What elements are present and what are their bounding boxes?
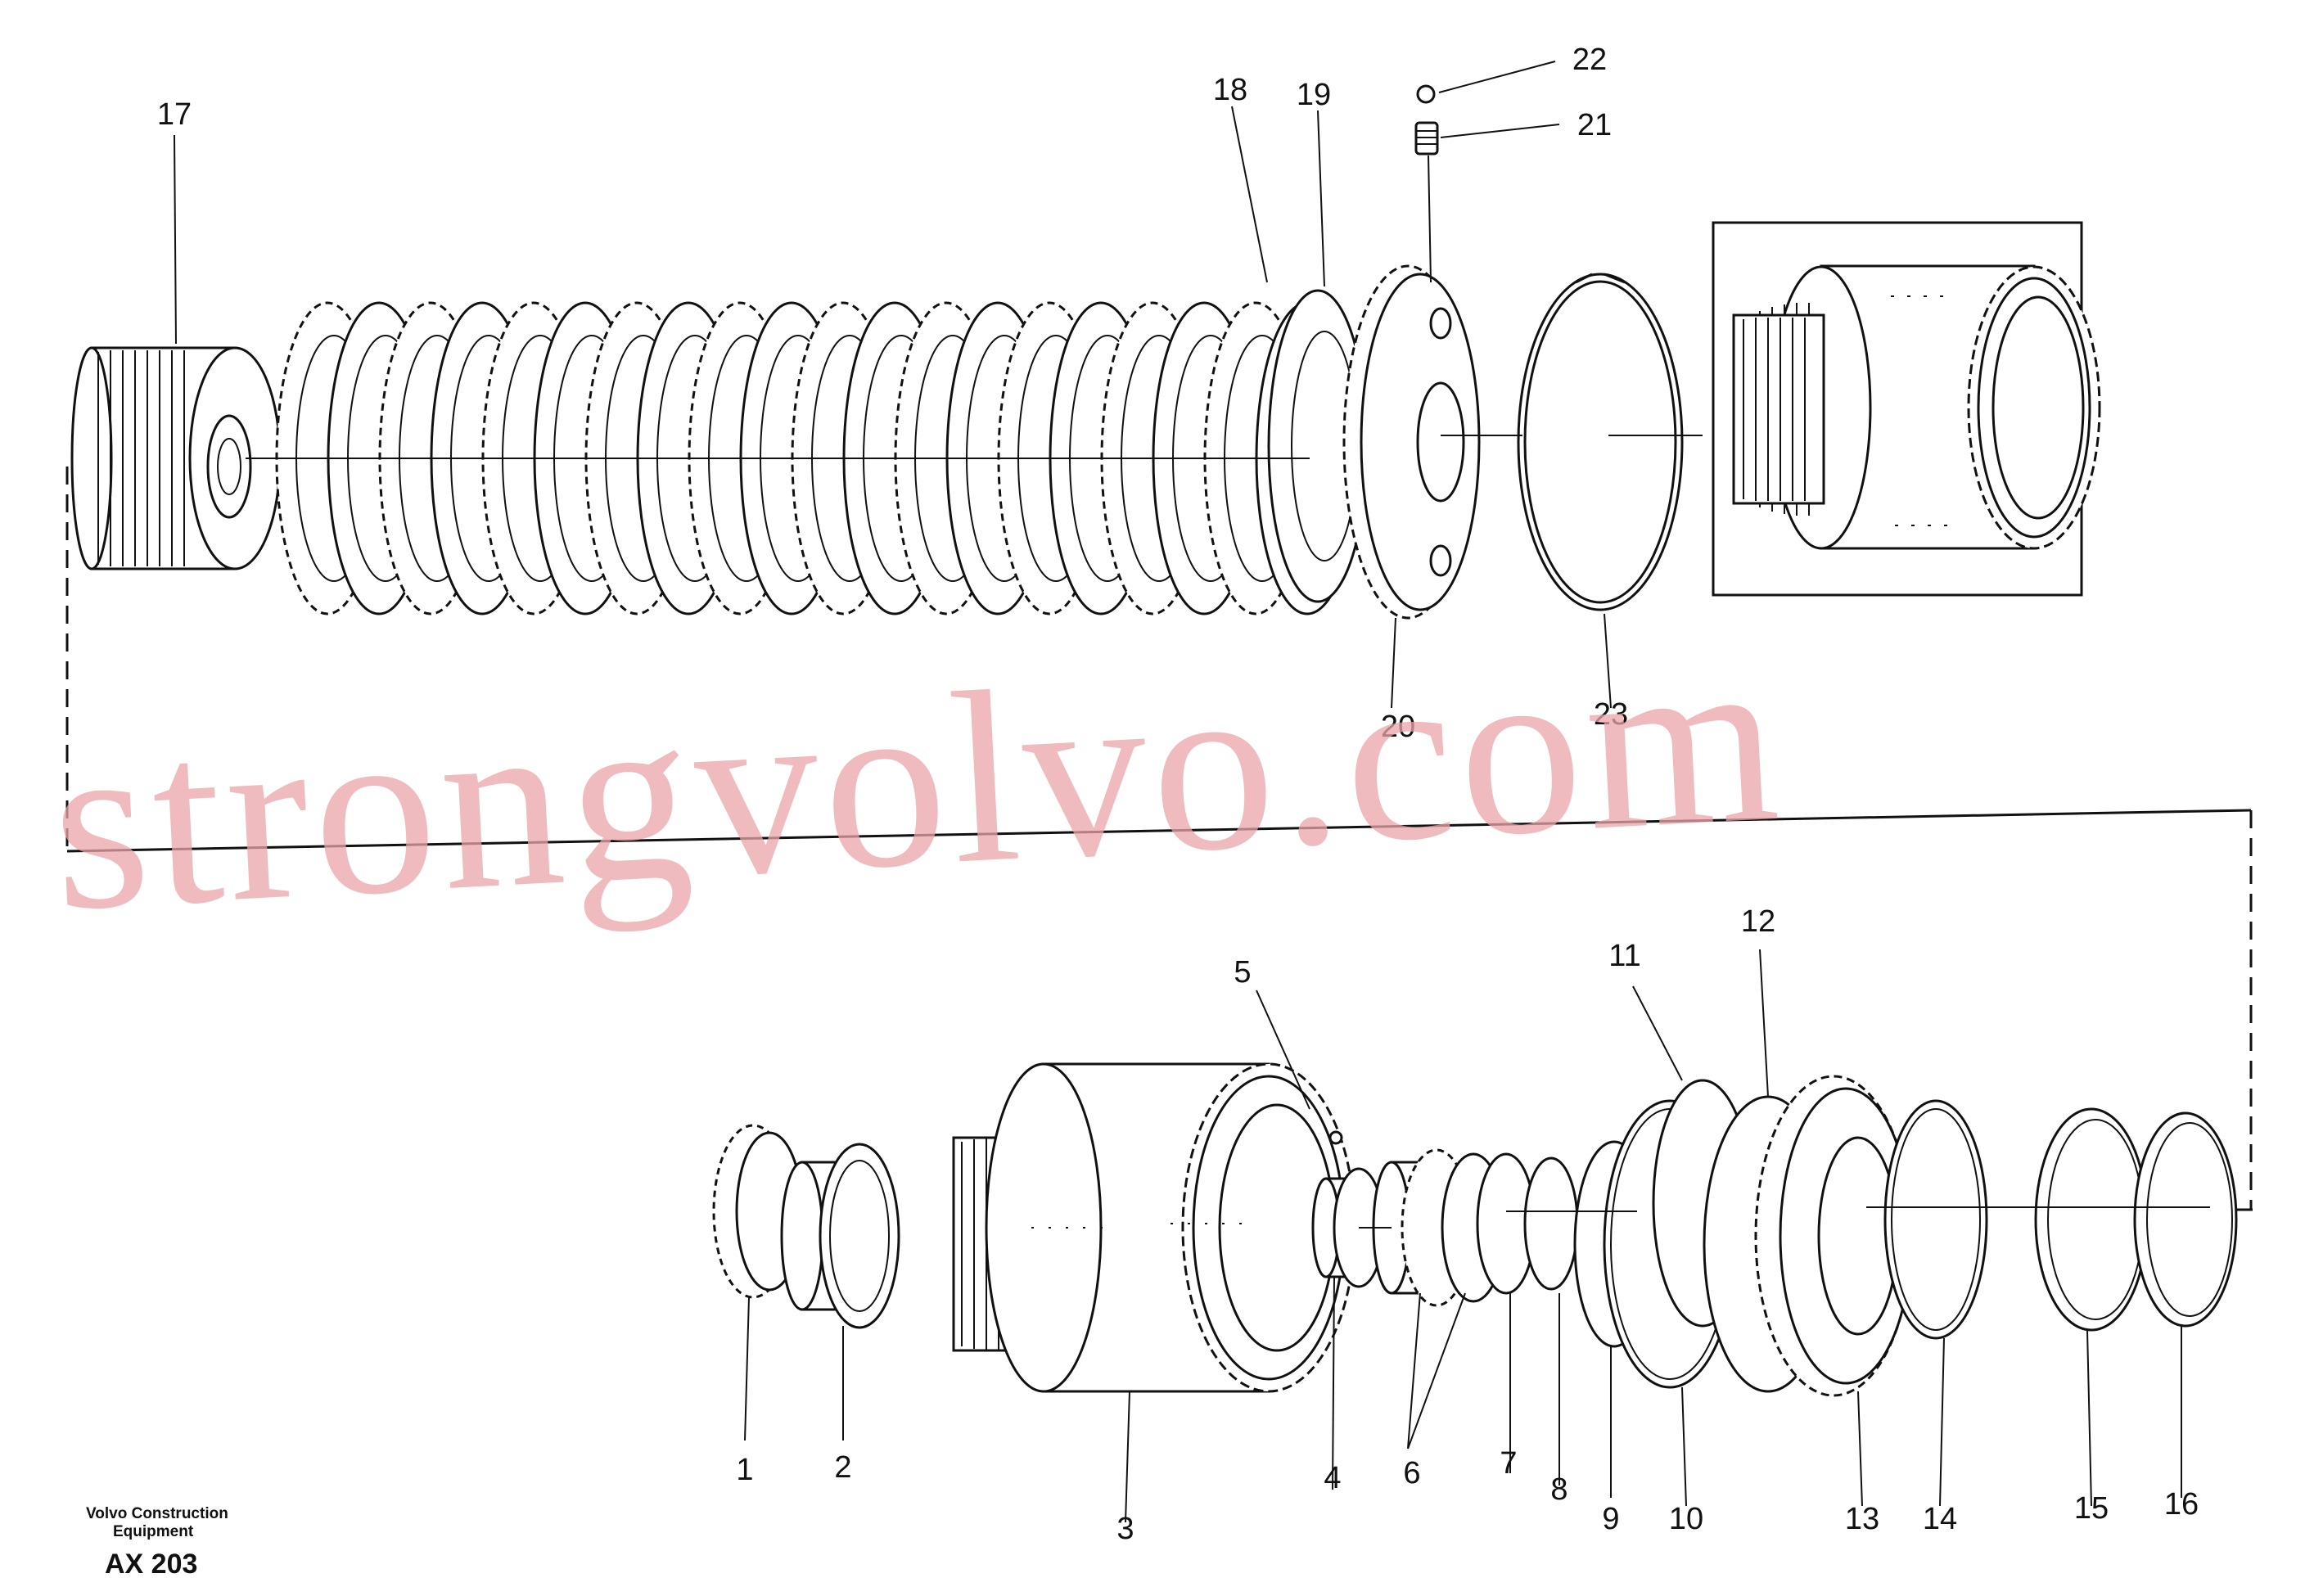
callout-17: 17 bbox=[157, 97, 192, 132]
part-23-snap-ring bbox=[1517, 273, 1684, 611]
callout-10: 10 bbox=[1669, 1502, 1703, 1536]
part-22-ball bbox=[1416, 84, 1436, 104]
part-16-ring bbox=[2133, 1111, 2238, 1328]
callout-14: 14 bbox=[1923, 1502, 1957, 1536]
callout-16: 16 bbox=[2164, 1487, 2199, 1522]
callout-2: 2 bbox=[834, 1450, 851, 1485]
callout-3: 3 bbox=[1116, 1512, 1134, 1546]
clutch-disc-pack bbox=[275, 289, 1369, 615]
callout-22: 22 bbox=[1572, 43, 1607, 77]
company-line-2: Equipment bbox=[113, 1523, 194, 1540]
part-2-ring bbox=[780, 1143, 900, 1329]
callout-12: 12 bbox=[1741, 904, 1775, 939]
callout-21: 21 bbox=[1577, 108, 1612, 142]
callout-23: 23 bbox=[1594, 697, 1628, 732]
callout-8: 8 bbox=[1550, 1472, 1567, 1507]
watermark: strongvolvo.com bbox=[46, 600, 1789, 963]
callout-19: 19 bbox=[1297, 78, 1331, 112]
callout-18: 18 bbox=[1213, 73, 1247, 107]
callout-20: 20 bbox=[1381, 710, 1415, 744]
callout-6: 6 bbox=[1403, 1456, 1420, 1490]
part-20-thrust-ring bbox=[1342, 264, 1481, 620]
callout-5: 5 bbox=[1234, 955, 1251, 990]
callout-11: 11 bbox=[1608, 939, 1640, 973]
part-3-drum bbox=[952, 1062, 1356, 1393]
part-17-hub bbox=[70, 346, 282, 570]
part-13-piston bbox=[1754, 1075, 1913, 1397]
part-14-ring bbox=[1883, 1099, 1988, 1340]
part-1-bearing bbox=[712, 1124, 804, 1299]
callout-9: 9 bbox=[1602, 1502, 1619, 1536]
callout-13: 13 bbox=[1845, 1502, 1879, 1536]
callout-4: 4 bbox=[1324, 1461, 1341, 1495]
callout-7: 7 bbox=[1500, 1446, 1517, 1481]
part-21-plug bbox=[1414, 121, 1439, 156]
callout-15: 15 bbox=[2074, 1491, 2109, 1526]
part-5-pin bbox=[1328, 1130, 1343, 1145]
callout-1: 1 bbox=[736, 1453, 753, 1487]
diagram-code: AX 203 bbox=[105, 1549, 197, 1580]
part-8-ring bbox=[1523, 1156, 1579, 1291]
company-line-1: Volvo Construction bbox=[86, 1505, 228, 1522]
inset-drum-box bbox=[1712, 221, 2101, 597]
part-15-ring bbox=[2034, 1107, 2149, 1332]
